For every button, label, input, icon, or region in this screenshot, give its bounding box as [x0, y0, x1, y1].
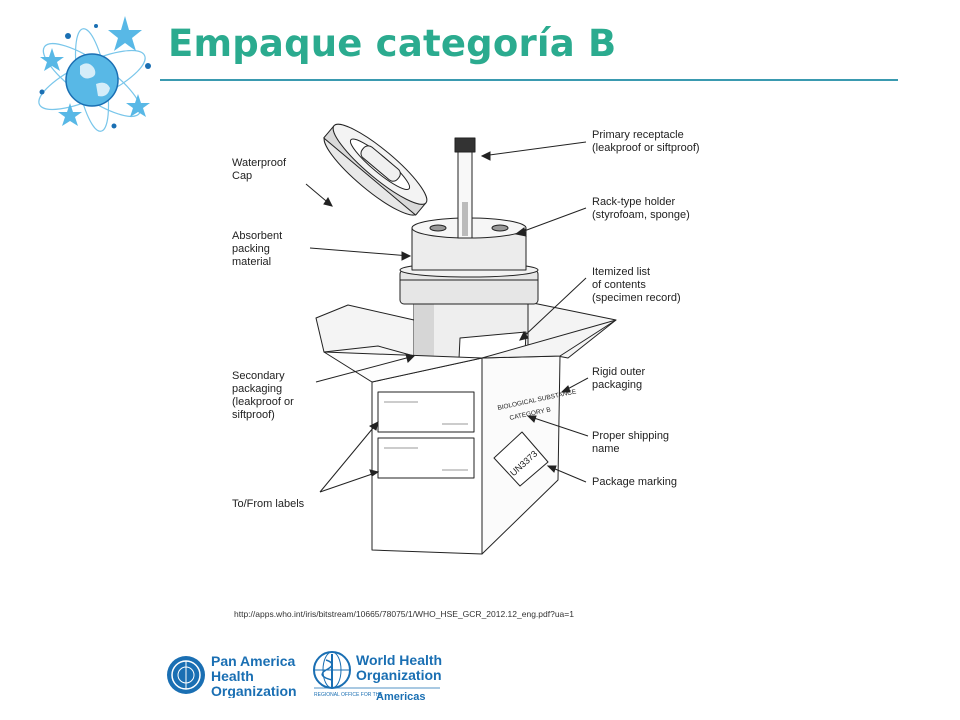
title-underline [160, 79, 898, 81]
label-itemized-list: Itemized list of contents (specimen reco… [592, 266, 681, 304]
box-right-front-flap [481, 319, 617, 359]
paho-line-1: Pan American [211, 653, 296, 669]
label-waterproof-cap: Waterproof Cap [232, 157, 287, 182]
packaging-diagram: BIOLOGICAL SUBSTANCE CATEGORY B UN3373 P… [228, 120, 728, 590]
label-to-from: To/From labels [232, 498, 305, 510]
tube-cap [454, 137, 476, 153]
label-absorbent: Absorbent packing material [232, 230, 283, 268]
who-region: Americas [376, 691, 426, 702]
page-title: Empaque categoría B [168, 22, 617, 65]
label-rack-holder: Rack-type holder (styrofoam, sponge) [592, 196, 690, 221]
label-package-marking: Package marking [592, 476, 677, 488]
packaging-drawing: BIOLOGICAL SUBSTANCE CATEGORY B UN3373 [305, 123, 617, 555]
un-diamond [493, 431, 549, 487]
who-line-2: Organization [356, 667, 442, 683]
who-emblem-icon [313, 651, 351, 689]
who-line-1: World Health [356, 652, 442, 668]
label-secondary-packaging: Secondary packaging (leakproof or siftpr… [232, 370, 294, 421]
paho-line-2: Health [211, 668, 254, 684]
from-label [377, 391, 475, 433]
who-region-small: REGIONAL OFFICE FOR THE [314, 692, 383, 698]
to-label [377, 437, 475, 479]
waterproof-cap [323, 123, 428, 216]
source-url: http://apps.who.int/iris/bitstream/10665… [234, 609, 574, 619]
globe-star-logo-icon [38, 16, 151, 132]
paho-line-3: Organization [211, 683, 296, 698]
paho-logo: Pan American Health Organization [167, 653, 296, 698]
label-primary-receptacle: Primary receptacle (leakproof or siftpro… [592, 129, 700, 154]
label-rigid-outer: Rigid outer packaging [592, 366, 646, 391]
label-proper-shipping: Proper shipping name [592, 430, 670, 455]
who-logo: World Health Organization REGIONAL OFFIC… [313, 651, 442, 702]
